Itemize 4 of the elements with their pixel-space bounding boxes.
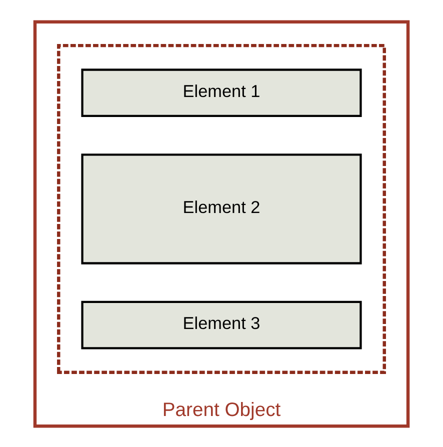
cluster [57,43,386,374]
node-box: Element 2 [81,153,362,264]
node-box: Element 3 [81,300,362,349]
node-box: Element 1 [81,68,362,117]
